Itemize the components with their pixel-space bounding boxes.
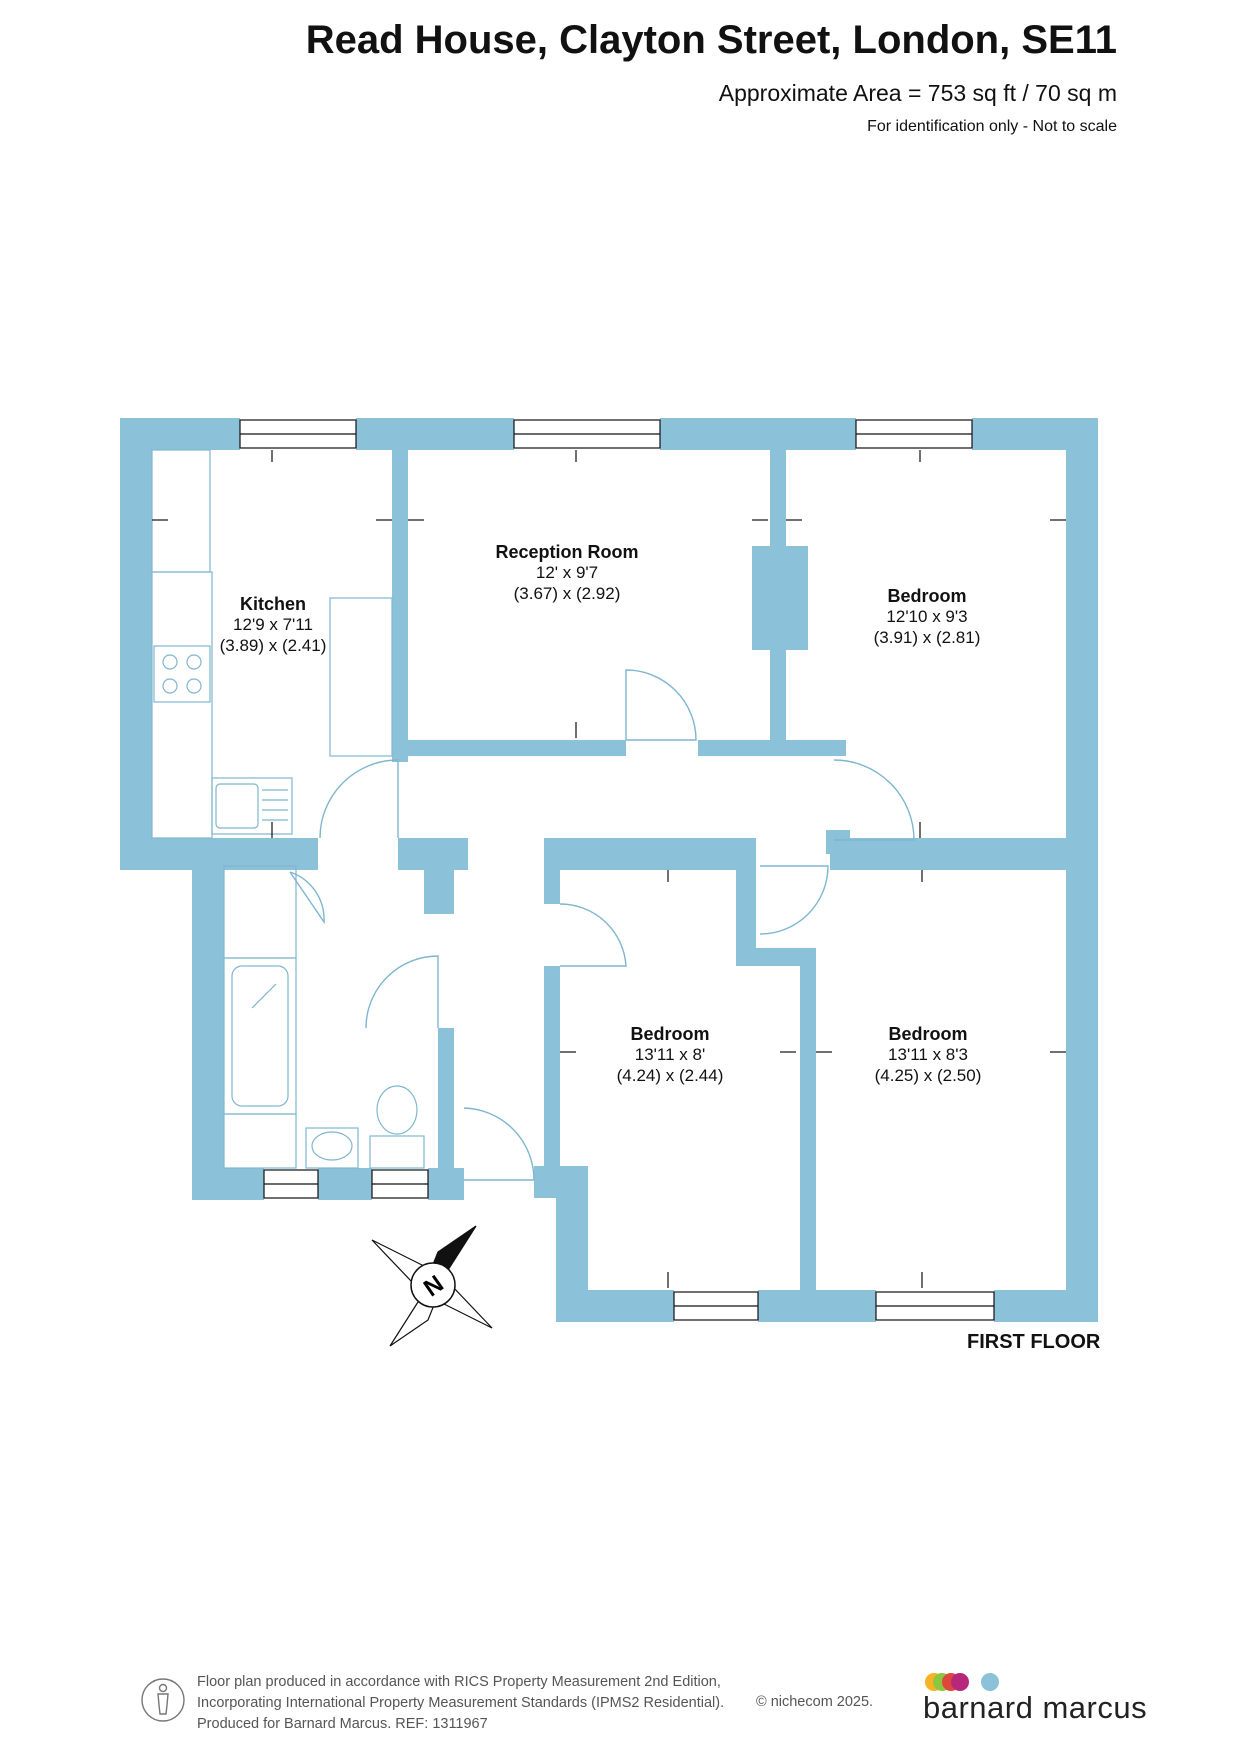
kitchen-sink-bowl <box>215 783 259 829</box>
room-reception-metric: (3.67) x (2.92) <box>514 584 621 603</box>
kitchen-unit <box>329 597 393 757</box>
basin <box>311 1131 353 1161</box>
footer-line-1: Floor plan produced in accordance with R… <box>197 1674 721 1690</box>
room-bedroom2-imperial: 13'11 x 8' <box>635 1045 705 1064</box>
wall-reception-bottom-stub <box>830 740 846 756</box>
wall-bedroom2-left <box>544 966 560 1172</box>
plan-title: Read House, Clayton Street, London, SE11 <box>305 18 1117 62</box>
wall-bathroom-right-bottom <box>438 1028 454 1200</box>
room-bedroom1-name: Bedroom <box>887 586 966 606</box>
door-kitchen <box>319 759 399 839</box>
wall-bedroom2-top-left <box>544 838 560 904</box>
room-kitchen-imperial: 12'9 x 7'11 <box>233 615 313 634</box>
brand-logo-dots <box>925 1673 999 1691</box>
approximate-area: Approximate Area = 753 sq ft / 70 sq m <box>718 80 1117 106</box>
footer-line-2: Incorporating International Property Mea… <box>197 1695 725 1711</box>
bathroom-cupboard <box>223 865 297 959</box>
wall-bathroom-left <box>192 866 224 1200</box>
hob-ring-4 <box>186 678 202 694</box>
room-kitchen-name: Kitchen <box>240 594 306 614</box>
wall-bedroom2-top <box>544 838 756 870</box>
windows <box>239 419 995 1321</box>
door-bedroom1 <box>833 759 915 841</box>
kitchen-worktop-top <box>151 449 211 573</box>
hob-ring-2 <box>186 654 202 670</box>
door-bedroom2 <box>559 903 627 967</box>
wall-bathroom-bottom-2 <box>318 1168 372 1200</box>
walls <box>120 418 1098 1322</box>
toilet-cistern <box>369 1135 425 1169</box>
chimney-breast <box>752 546 808 650</box>
room-bedroom2-name: Bedroom <box>630 1024 709 1044</box>
door-bedroom2-corridor <box>759 865 829 935</box>
footer-notes: Floor plan produced in accordance with R… <box>197 1672 724 1735</box>
wall-bottom-3 <box>994 1290 1098 1322</box>
wall-top-3 <box>660 418 856 450</box>
wall-bathroom-bottom-1 <box>192 1168 264 1200</box>
measurement-arrows <box>152 450 1066 1288</box>
bath-shower <box>251 983 277 1009</box>
hob-ring-3 <box>162 678 178 694</box>
bath <box>223 957 297 1115</box>
wall-bedroom2-bedroom3 <box>800 948 816 1290</box>
wall-kitchen-bottom-right <box>398 838 468 870</box>
wall-reception-bottom-left <box>408 740 626 756</box>
footer-line-3: Produced for Barnard Marcus. REF: 131196… <box>197 1716 488 1732</box>
wall-top-2 <box>356 418 514 450</box>
basin-unit <box>305 1127 359 1169</box>
room-labels: Kitchen 12'9 x 7'11 (3.89) x (2.41) Rece… <box>220 542 982 1085</box>
scale-note: For identification only - Not to scale <box>867 118 1117 135</box>
room-bedroom2-metric: (4.24) x (2.44) <box>617 1066 724 1085</box>
wall-bottom-1 <box>556 1290 674 1322</box>
room-reception-imperial: 12' x 9'7 <box>536 563 598 582</box>
kitchen-sink <box>211 777 293 835</box>
wall-bottom-2 <box>758 1290 876 1322</box>
room-bedroom1-imperial: 12'10 x 9'3 <box>886 607 967 626</box>
rics-person-icon <box>141 1678 185 1722</box>
door-reception <box>625 669 697 741</box>
brand-dot-4 <box>951 1673 969 1691</box>
brand-name: barnard marcus <box>923 1690 1148 1725</box>
kitchen-worktop-side <box>151 571 213 839</box>
door-bathroom <box>365 955 439 1029</box>
wall-kitchen-bottom-left <box>120 838 318 870</box>
room-reception-name: Reception Room <box>495 542 638 562</box>
wall-bedroom1-bottom-right <box>830 838 1098 870</box>
bath-panel <box>223 1113 297 1169</box>
wall-bedroom1-bottom-stub <box>826 830 850 854</box>
copyright: © nichecom 2025. <box>756 1694 874 1710</box>
hob <box>153 645 211 703</box>
wall-corridor-left <box>736 838 756 966</box>
hob-ring-1 <box>162 654 178 670</box>
room-kitchen-metric: (3.89) x (2.41) <box>220 636 327 655</box>
wall-left-kitchen <box>120 418 152 870</box>
room-bedroom3-name: Bedroom <box>888 1024 967 1044</box>
wall-kitchen-reception <box>392 450 408 762</box>
floor-label: FIRST FLOOR <box>967 1331 1101 1353</box>
fixtures <box>151 449 425 1169</box>
compass-circle <box>410 1262 456 1308</box>
doors <box>289 669 915 1181</box>
wall-corridor-bottom <box>736 948 816 966</box>
room-bedroom3-imperial: 13'11 x 8'3 <box>888 1045 968 1064</box>
compass: N <box>371 1225 493 1347</box>
wall-bathroom-right-block <box>424 866 454 914</box>
bath-inner <box>231 965 289 1107</box>
room-bedroom3-metric: (4.25) x (2.50) <box>875 1066 982 1085</box>
brand-dot-5 <box>981 1673 999 1691</box>
room-bedroom1-metric: (3.91) x (2.81) <box>874 628 981 647</box>
toilet-bowl <box>376 1085 418 1135</box>
door-cupboard <box>289 871 325 925</box>
door-entrance <box>463 1107 535 1181</box>
